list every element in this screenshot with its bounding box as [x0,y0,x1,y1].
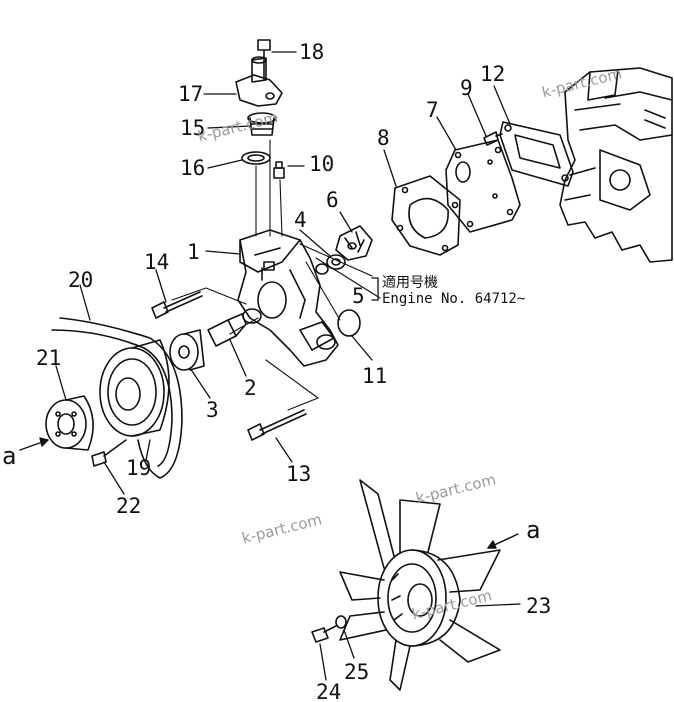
bolt-18 [257,39,271,81]
label-10: 10 [309,152,335,176]
bolt-22 [91,439,127,467]
label-3: 3 [206,398,219,422]
label-19: 19 [126,456,152,480]
label-22: 22 [116,494,142,518]
label-11: 11 [362,364,388,388]
shaft-2 [207,313,247,347]
pulley-19 [99,339,170,437]
bolt-14 [151,291,203,319]
applicability-engine: Engine No. 64712~ [382,291,526,307]
label-15: 15 [180,116,206,140]
label-5: 5 [352,284,365,308]
callout-arrows [19,437,519,549]
engine-block-outline [559,67,673,263]
bolt-24 [311,625,337,643]
label-7: 7 [426,98,439,122]
applicability-japanese: 適用号機 [382,275,438,291]
label-21: 21 [36,346,62,370]
thermostat-15 [247,112,277,136]
label-13: 13 [286,462,312,486]
impeller-6 [335,225,373,261]
label-1: 1 [187,240,200,264]
v-belt-20 [51,317,183,479]
seal-16 [241,151,271,165]
washer-25 [335,615,347,629]
label-8: 8 [377,126,390,150]
gasket-8 [391,175,461,256]
label-20: 20 [68,268,94,292]
label-4: 4 [294,208,307,232]
hub-3 [169,329,205,371]
fan-23 [339,479,501,691]
label-12: 12 [480,62,506,86]
o-ring-11 [337,309,361,337]
label-18: 18 [299,40,325,64]
callout-a-right: a [526,516,541,544]
note-bracket [371,277,379,301]
label-17: 17 [178,82,204,106]
callout-a-left: a [2,442,17,470]
label-23: 23 [526,594,552,618]
seal-5 [315,263,329,275]
leader-lines [55,51,521,681]
label-2: 2 [244,376,257,400]
plug-10 [273,161,285,179]
thermostat-cover-17 [235,56,283,107]
label-14: 14 [144,250,170,274]
label-6: 6 [326,188,339,212]
label-16: 16 [180,156,206,180]
spacer-21 [45,395,94,451]
bolt-13 [247,409,307,441]
water-pump-body-1 [237,229,339,367]
label-25: 25 [344,660,370,684]
plate-7 [445,139,521,233]
assembly-lines [171,139,381,411]
label-24: 24 [316,680,342,702]
label-9: 9 [460,76,473,100]
